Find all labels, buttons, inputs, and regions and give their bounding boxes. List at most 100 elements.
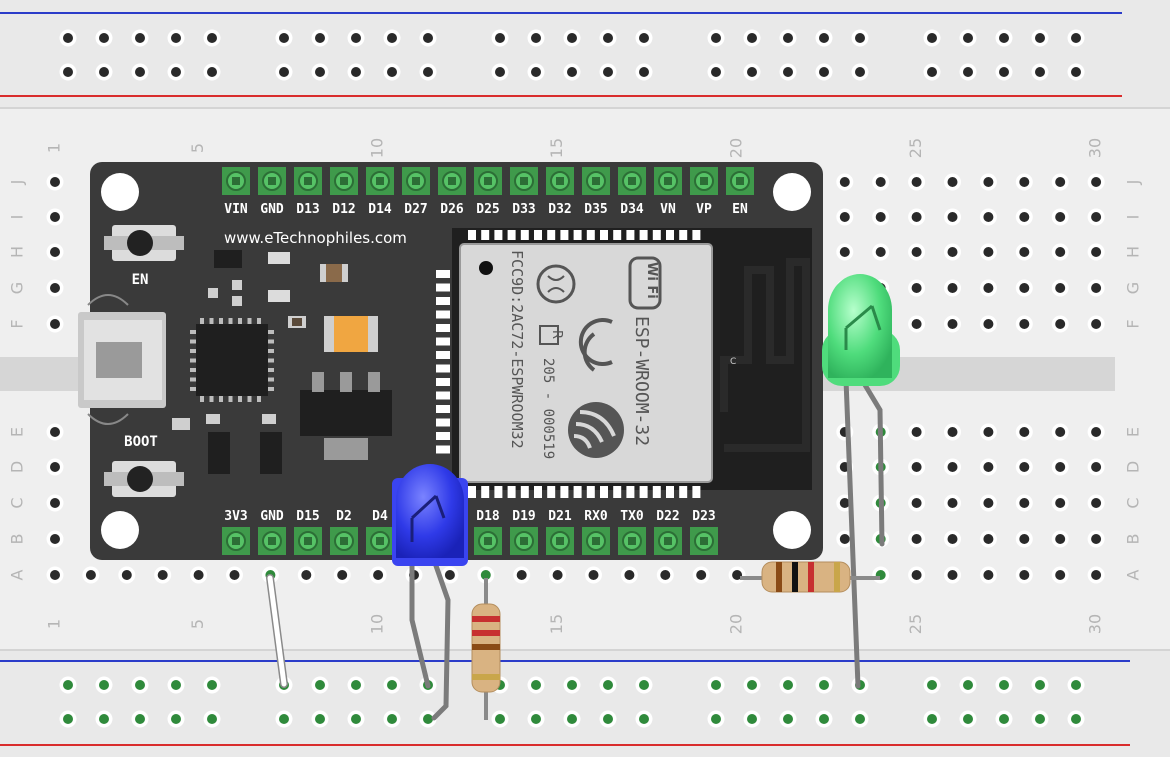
- en-button[interactable]: [127, 230, 153, 256]
- breadboard-hole: [95, 676, 113, 694]
- row-letter: J: [8, 180, 27, 186]
- row-letter: J: [1124, 180, 1143, 186]
- breadboard-hole: [1087, 208, 1105, 226]
- breadboard-hole: [872, 173, 890, 191]
- boot-button[interactable]: [127, 466, 153, 492]
- pin-label: EN: [732, 202, 748, 217]
- breadboard-hole: [383, 63, 401, 81]
- breadboard-hole: [383, 710, 401, 728]
- breadboard-hole: [944, 494, 961, 512]
- breadboard-hole: [311, 29, 329, 47]
- breadboard-hole: [477, 566, 495, 584]
- breadboard-hole: [154, 566, 172, 584]
- breadboard-hole: [1051, 173, 1069, 191]
- breadboard-hole: [959, 710, 977, 728]
- header-pin-rx0: [582, 527, 610, 555]
- row-letter: A: [1124, 569, 1143, 580]
- header-pin-vin: [222, 167, 250, 195]
- breadboard-hole: [1015, 423, 1033, 441]
- pin-label: D15: [296, 509, 319, 524]
- breadboard-hole: [979, 494, 997, 512]
- breadboard-hole: [527, 63, 545, 81]
- green-led: [822, 274, 900, 386]
- breadboard-hole: [836, 530, 854, 548]
- column-number: 20: [727, 138, 746, 158]
- breadboard-hole: [635, 676, 653, 694]
- breadboard-hole: [167, 710, 185, 728]
- breadboard-hole: [944, 243, 961, 261]
- breadboard-hole: [563, 63, 581, 81]
- breadboard-hole: [851, 29, 869, 47]
- breadboard-hole: [908, 530, 926, 548]
- breadboard-hole: [728, 566, 746, 584]
- breadboard-hole: [979, 423, 997, 441]
- top-power-strip: [0, 0, 1170, 108]
- breadboard-hole: [1031, 710, 1049, 728]
- breadboard-hole: [1051, 315, 1069, 333]
- green-led-body: [828, 274, 892, 378]
- breadboard-hole: [1051, 566, 1069, 584]
- pin-label: TX0: [620, 509, 644, 524]
- tantalum-capacitor: [324, 316, 378, 352]
- breadboard-hole: [1051, 423, 1069, 441]
- breadboard-hole: [383, 29, 401, 47]
- column-number: 30: [1086, 614, 1105, 634]
- header-pin-d19: [510, 527, 538, 555]
- breadboard-hole: [1067, 29, 1085, 47]
- pin-label: D22: [656, 509, 679, 524]
- bottom-power-strip: [0, 650, 1170, 757]
- breadboard-hole: [95, 63, 113, 81]
- breadboard-hole: [743, 63, 761, 81]
- breadboard-hole: [944, 208, 961, 226]
- breadboard-hole: [275, 29, 293, 47]
- breadboard-hole: [82, 566, 100, 584]
- breadboard-hole: [635, 29, 653, 47]
- breadboard-hole: [979, 566, 997, 584]
- breadboard-hole: [59, 710, 77, 728]
- breadboard-hole: [995, 29, 1013, 47]
- breadboard-hole: [1031, 29, 1049, 47]
- breadboard-hole: [815, 63, 833, 81]
- breadboard-hole: [979, 208, 997, 226]
- breadboard-hole: [872, 243, 890, 261]
- breadboard-hole: [513, 566, 531, 584]
- breadboard-hole: [979, 530, 997, 548]
- column-number: 10: [368, 614, 387, 634]
- breadboard-hole: [923, 710, 941, 728]
- pin-label: GND: [260, 509, 284, 524]
- breadboard-hole: [333, 566, 351, 584]
- module-model-text: ESP-WROOM-32: [631, 316, 652, 446]
- breadboard-hole: [491, 29, 509, 47]
- row-letter: A: [8, 569, 27, 580]
- breadboard-hole: [944, 530, 961, 548]
- breadboard-hole: [836, 208, 854, 226]
- breadboard-hole: [95, 29, 113, 47]
- breadboard-hole: [1051, 494, 1069, 512]
- row-letter: G: [1124, 282, 1143, 294]
- breadboard-hole: [1087, 566, 1105, 584]
- row-letter: E: [8, 427, 27, 437]
- breadboard-hole: [46, 530, 64, 548]
- breadboard-hole: [908, 494, 926, 512]
- breadboard-hole: [656, 566, 674, 584]
- breadboard-hole: [46, 279, 64, 297]
- breadboard-hole: [347, 29, 365, 47]
- en-button-label: EN: [132, 272, 149, 288]
- breadboard-hole: [707, 676, 725, 694]
- breadboard-hole: [563, 29, 581, 47]
- breadboard-hole: [836, 173, 854, 191]
- breadboard-hole: [1015, 208, 1033, 226]
- breadboard-hole: [203, 676, 221, 694]
- breadboard-hole: [1067, 676, 1085, 694]
- breadboard-hole: [995, 710, 1013, 728]
- breadboard-hole: [46, 566, 64, 584]
- breadboard-hole: [851, 63, 869, 81]
- breadboard-hole: [491, 710, 509, 728]
- row-letter: G: [8, 282, 27, 294]
- espressif-logo-icon: [568, 402, 624, 458]
- breadboard-hole: [419, 29, 437, 47]
- header-pin-d26: [438, 167, 466, 195]
- column-number: 5: [188, 143, 207, 153]
